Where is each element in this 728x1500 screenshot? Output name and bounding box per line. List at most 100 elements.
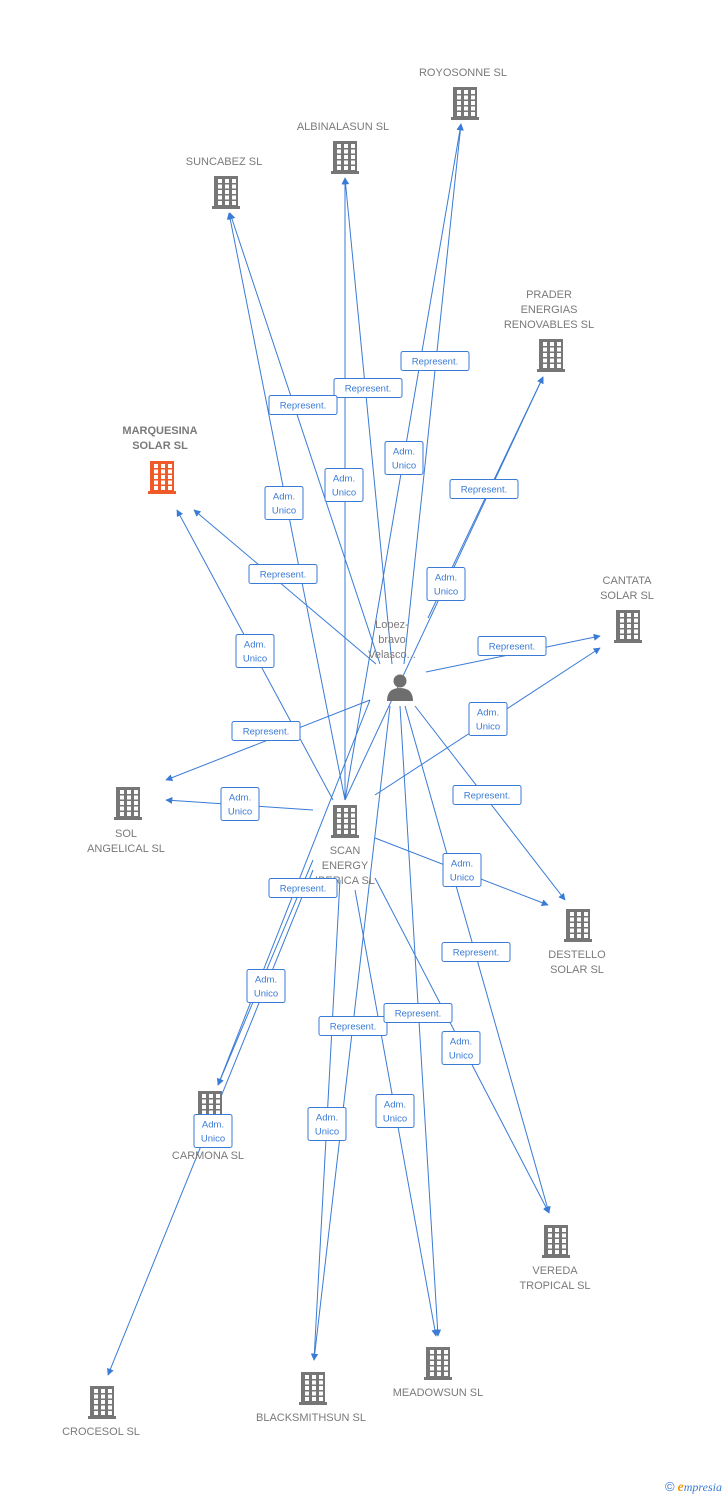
edge-person-to-albinalasun	[342, 177, 393, 665]
edge-label-scan-to-prader[interactable]: Adm.Unico	[426, 567, 466, 601]
edge-label-scan-to-carmona[interactable]: Adm.Unico	[246, 969, 286, 1003]
edge-label-box	[220, 787, 260, 821]
node-label: SOL	[115, 828, 137, 840]
edge-label-scan-to-crocesol[interactable]: Adm.Unico	[193, 1114, 233, 1148]
edge-label-text: Adm.	[273, 492, 295, 503]
edge-label-scan-to-vereda[interactable]: Adm.Unico	[441, 1031, 481, 1065]
node-label: SOLAR SL	[132, 440, 188, 452]
node-label: TROPICAL SL	[519, 1280, 590, 1292]
edge-label-text: Unico	[476, 722, 500, 733]
edge-label-text: Adm.	[393, 447, 415, 458]
edge-label-text: Represent.	[412, 357, 458, 368]
edge-label-text: Represent.	[330, 1022, 376, 1033]
edge-label-text: Adm.	[450, 1037, 472, 1048]
edge-label-box	[264, 486, 304, 520]
edge-label-box	[268, 395, 338, 415]
edge-label-text: Represent.	[243, 727, 289, 738]
edge-label-text: Adm.	[202, 1120, 224, 1131]
edge-label-scan-to-marquesina[interactable]: Adm.Unico	[235, 634, 275, 668]
building-icon	[331, 805, 359, 838]
edge-label-box	[477, 636, 547, 656]
node-label: BLACKSMITHSUN SL	[256, 1412, 366, 1424]
edge-label-person-to-carmona[interactable]: Represent.	[268, 878, 338, 898]
edge-label-text: Adm.	[244, 640, 266, 651]
node-person[interactable]: Lopez-bravoVelasco...	[368, 619, 416, 701]
edge-label-scan-to-cantata[interactable]: Adm.Unico	[468, 702, 508, 736]
edge-label-person-to-royosonne[interactable]: Represent.	[400, 351, 470, 371]
edge-label-scan-to-solangelical[interactable]: Adm. Unico	[220, 787, 260, 821]
node-label: MARQUESINA	[122, 425, 197, 437]
edge-label-person-to-albinalasun[interactable]: Represent.	[333, 378, 403, 398]
edge-person-to-royosonne	[403, 123, 464, 665]
nodes-layer: ROYOSONNE SL ALBINALASUN SL SUNCABEZ SL PRA…	[62, 67, 654, 1438]
node-label: PRADER	[526, 289, 572, 301]
node-label: ALBINALASUN SL	[297, 121, 389, 133]
building-icon	[424, 1347, 452, 1380]
edge-label-box	[268, 878, 338, 898]
edge-label-text: Adm.	[333, 474, 355, 485]
edge-label-text: Adm.	[451, 859, 473, 870]
edge-label-text: Unico	[272, 506, 296, 517]
node-albinalasun[interactable]: ALBINALASUN SL	[297, 121, 389, 174]
edge-label-text: Unico	[315, 1127, 339, 1138]
edge-label-text: Unico	[450, 873, 474, 884]
edge-label-person-to-marquesina[interactable]: Represent.	[248, 564, 318, 584]
edge-label-person-to-suncabez[interactable]: Represent.	[268, 395, 338, 415]
node-royosonne[interactable]: ROYOSONNE SL	[419, 67, 507, 120]
edge-label-box	[426, 567, 466, 601]
edge-label-scan-to-blacksmithsun[interactable]: Adm. Unico	[307, 1107, 347, 1141]
building-icon	[148, 461, 176, 494]
edge-label-box	[231, 721, 301, 741]
node-label: Velasco...	[368, 649, 416, 661]
edge-label-scan-to-royosonne[interactable]: Adm.Unico	[384, 441, 424, 475]
edge-label-box	[383, 1003, 453, 1023]
node-blacksmithsun[interactable]: BLACKSMITHSUN SL	[256, 1372, 366, 1424]
edge-label-text: Represent.	[280, 884, 326, 895]
edge-label-person-to-prader[interactable]: Represent.	[449, 479, 519, 499]
building-icon	[564, 909, 592, 942]
edge-label-text: Adm.	[255, 975, 277, 986]
building-icon	[542, 1225, 570, 1258]
edge-label-person-to-solangelical[interactable]: Represent.	[231, 721, 301, 741]
edge-label-box	[324, 468, 364, 502]
edge-label-text: Represent.	[489, 642, 535, 653]
edge-label-person-to-meadowsun[interactable]: Represent.	[383, 1003, 453, 1023]
edge-label-text: Represent.	[453, 948, 499, 959]
edge-label-text: Unico	[228, 807, 252, 818]
edge-label-person-to-vereda[interactable]: Represent.	[441, 942, 511, 962]
edge-person-to-suncabez	[228, 212, 381, 665]
node-crocesol[interactable]: CROCESOL SL	[62, 1386, 140, 1438]
node-suncabez[interactable]: SUNCABEZ SL	[186, 156, 262, 209]
edge-label-text: Unico	[434, 587, 458, 598]
edge-label-box	[333, 378, 403, 398]
brand-logo[interactable]: empresia	[677, 1480, 722, 1495]
edge-label-text: Adm.	[229, 793, 251, 804]
node-marquesina[interactable]: MARQUESINA SOLAR SL	[122, 425, 198, 494]
building-icon	[212, 176, 240, 209]
edge-label-person-to-cantata[interactable]: Represent.	[477, 636, 547, 656]
node-label: SCAN	[330, 845, 361, 857]
edge-label-scan-to-destello[interactable]: Adm. Unico	[442, 853, 482, 887]
edge-label-text: Adm.	[384, 1100, 406, 1111]
edge-label-scan-to-suncabez[interactable]: Adm. Unico	[264, 486, 304, 520]
building-icon	[614, 610, 642, 643]
edge-label-scan-to-meadowsun[interactable]: Adm.Unico	[375, 1094, 415, 1128]
node-label: CANTATA	[603, 575, 653, 587]
edge-label-box	[384, 441, 424, 475]
edge-label-text: Adm.	[316, 1113, 338, 1124]
edge-label-box	[449, 479, 519, 499]
edge-label-box	[400, 351, 470, 371]
edge-label-person-to-destello[interactable]: Represent.	[452, 785, 522, 805]
edge-label-box	[441, 942, 511, 962]
node-label: DESTELLO	[548, 949, 606, 961]
edge-label-person-to-blacksmithsun[interactable]: Represent.	[318, 1016, 388, 1036]
building-icon	[331, 141, 359, 174]
node-meadowsun[interactable]: MEADOWSUN SL	[393, 1347, 483, 1399]
edge-label-scan-to-albinalasun[interactable]: Adm.Unico	[324, 468, 364, 502]
edge-label-text: Represent.	[461, 485, 507, 496]
